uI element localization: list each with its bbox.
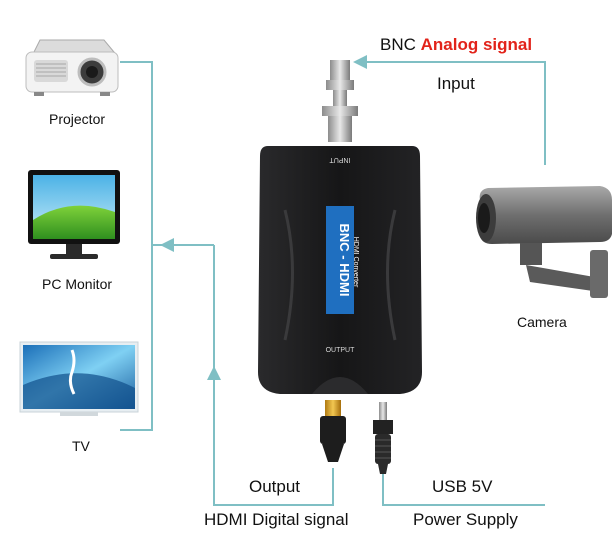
tv-label: TV: [72, 438, 90, 454]
bnc-signal-title: BNC Analog signal: [380, 35, 532, 55]
device-input-text: INPUT: [329, 156, 351, 163]
output-label: Output: [249, 477, 301, 496]
device-brand-text: BNC - HDMI: [337, 224, 352, 297]
arrow-left-input: [353, 55, 367, 69]
arrow-left-to-monitor: [160, 238, 174, 252]
power-plug-icon: [373, 402, 393, 474]
pc-monitor-label: PC Monitor: [42, 276, 113, 292]
camera-input-line: [355, 61, 546, 165]
analog-signal-label: Analog signal: [420, 35, 533, 54]
device-output-text: OUTPUT: [326, 347, 356, 354]
pc-monitor-icon: [28, 170, 120, 259]
bnc-connector: [322, 60, 358, 142]
camera-icon: [476, 186, 612, 298]
hdmi-plug-icon: [320, 400, 346, 462]
tv-icon: [19, 341, 139, 416]
camera-label: Camera: [517, 314, 567, 330]
usb-5v-label: USB 5V: [432, 477, 493, 496]
power-line: [382, 470, 545, 506]
input-label: Input: [437, 74, 475, 93]
arrows: [160, 55, 367, 380]
hdmi-digital-signal-label: HDMI Digital signal: [204, 510, 349, 529]
device-label-panel: [326, 206, 354, 314]
projector-icon: [25, 39, 119, 96]
projector-label: Projector: [49, 111, 106, 127]
arrow-up-output: [207, 366, 221, 380]
power-supply-label: Power Supply: [413, 510, 518, 529]
converter-device: [258, 60, 422, 394]
device-sub-text: HDMI Converter: [352, 237, 359, 288]
bnc-label: BNC: [380, 35, 416, 54]
